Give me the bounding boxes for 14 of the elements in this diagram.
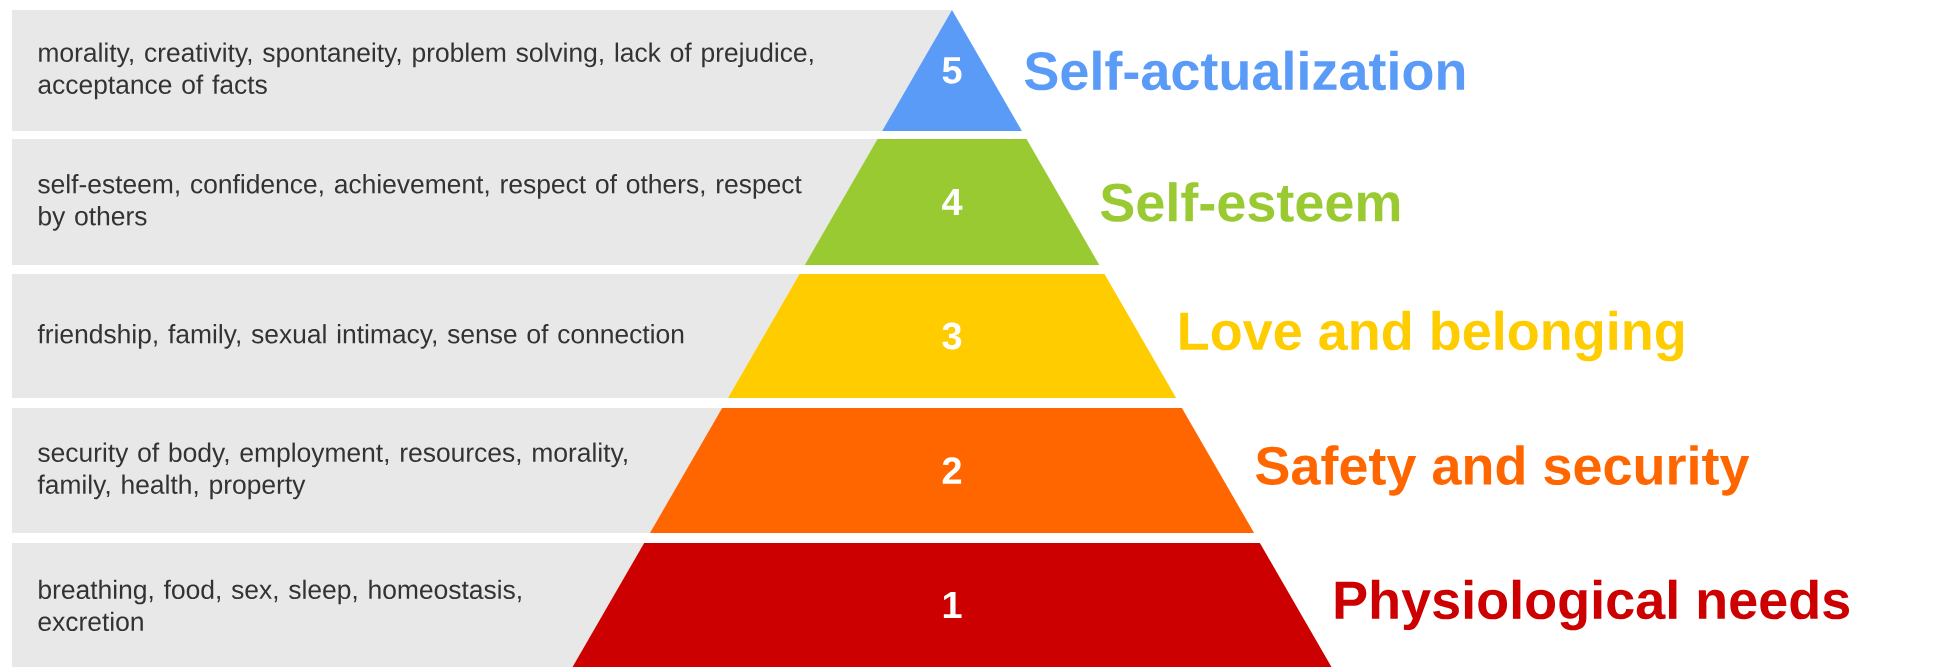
pyramid-level: 3 <box>727 274 1177 398</box>
pyramid-level: 5 <box>882 10 1022 131</box>
pyramid-level: 2 <box>649 408 1255 533</box>
level-title: Self-esteem <box>1100 182 1400 222</box>
level-title: Physiological needs <box>1335 579 1850 631</box>
level-title: Love and belonging <box>1180 310 1684 362</box>
pyramid-level: 1 <box>572 543 1332 667</box>
level-title: Safety and security <box>1255 445 1750 496</box>
description-box: friendship, family, sexual intimacy, sense of connection <box>12 274 800 398</box>
description-box: security of body, employment, resources, morality, family, health, property <box>12 408 723 533</box>
level-title: Self-actualization <box>1024 50 1465 91</box>
description-box: breathing, food, sex, sleep, homeostasis, excretion <box>12 543 645 667</box>
pyramid-level: 4 <box>804 139 1100 265</box>
description-box: self-esteem, confidence, achievement, respect of others, respect by others <box>12 139 878 265</box>
